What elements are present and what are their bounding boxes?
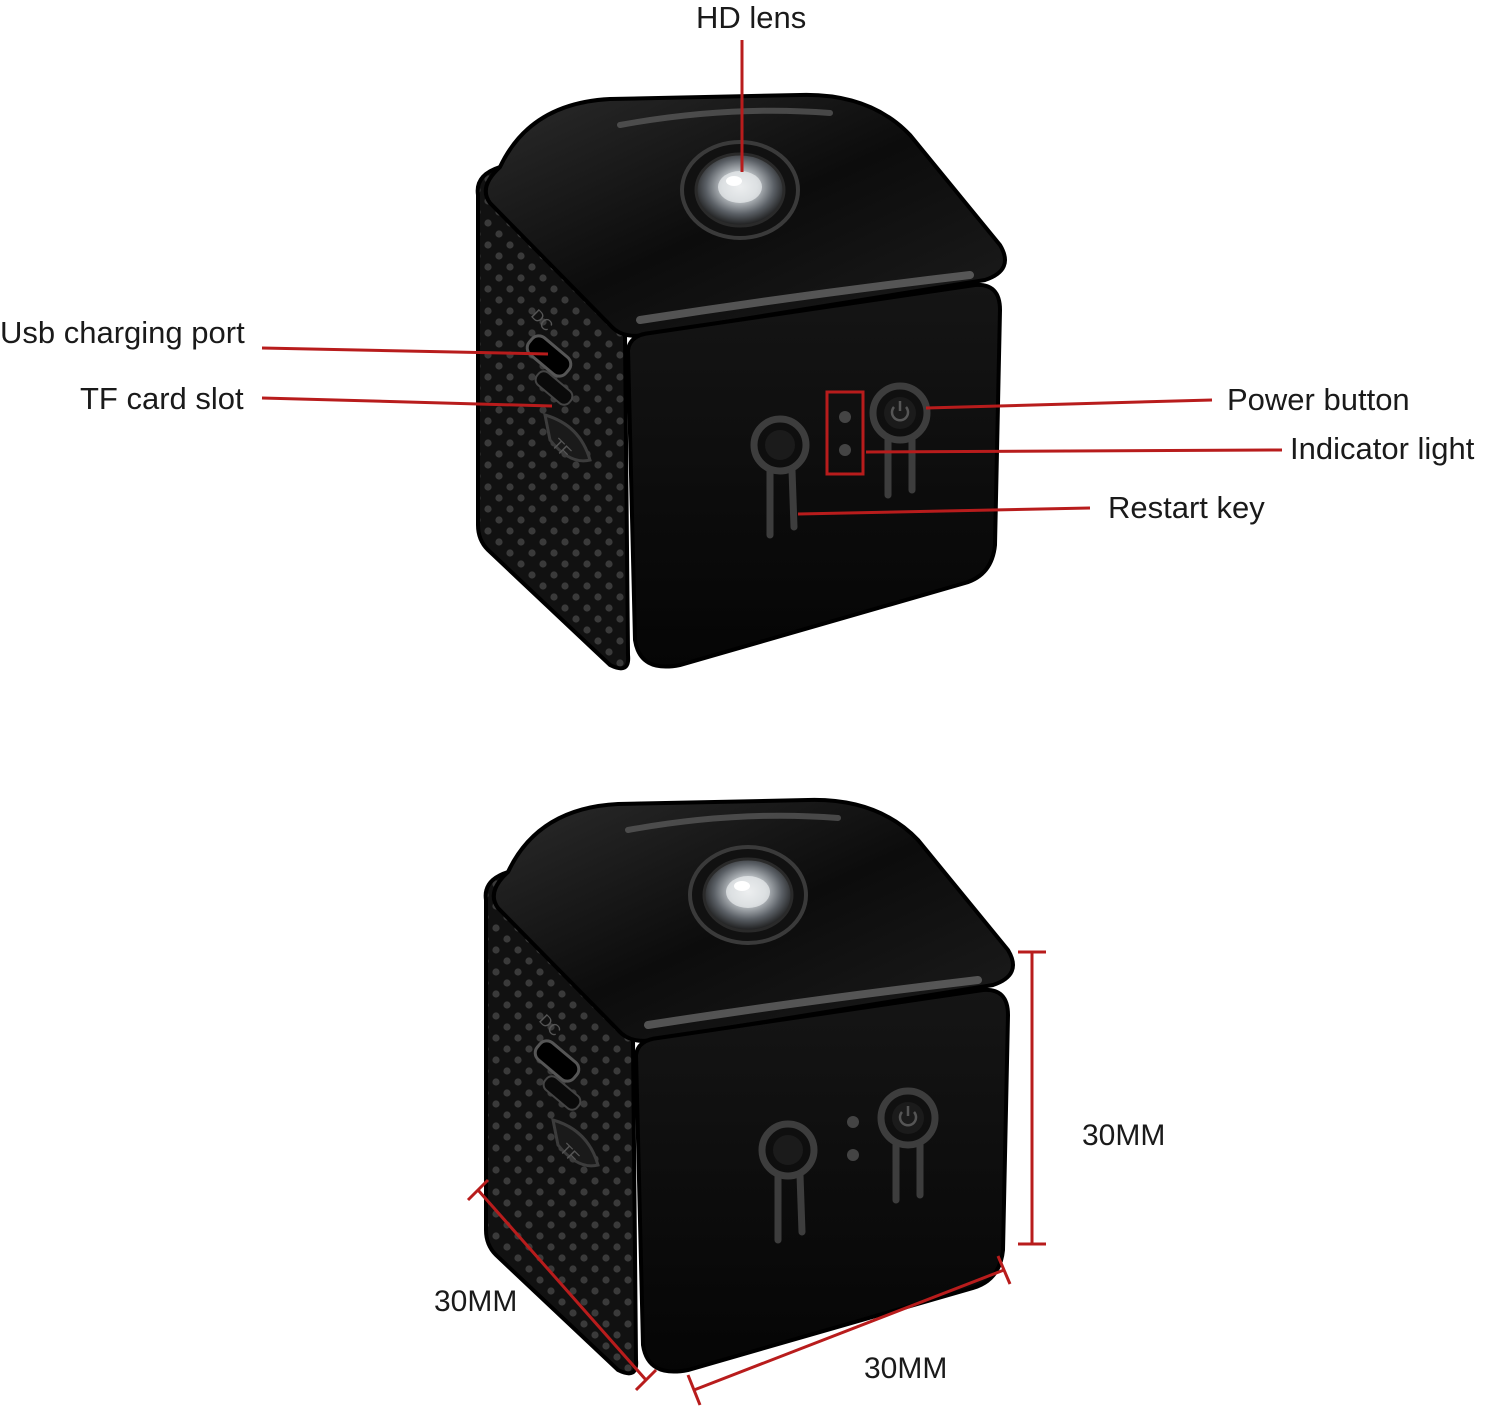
leader-power-button (925, 398, 1213, 410)
label-indicator-light: Indicator light (1290, 431, 1475, 466)
dimension-lines (466, 950, 1046, 1406)
dim-depth-line (476, 1189, 648, 1381)
label-dimension-width: 30MM (864, 1352, 948, 1385)
label-hd-lens: HD lens (696, 0, 807, 35)
label-dimension-height: 30MM (1082, 1119, 1166, 1152)
label-power-button: Power button (1227, 382, 1410, 417)
label-dimension-depth: 30MM (434, 1285, 518, 1318)
leader-restart-key (797, 506, 1091, 516)
leader-lines (261, 40, 1283, 516)
dim-width-line (693, 1268, 1005, 1392)
leader-tf-slot (261, 396, 553, 408)
label-tf-card-slot: TF card slot (80, 381, 244, 416)
leader-usb-port (261, 346, 549, 356)
camera-bottom-view: DC TF (486, 800, 1013, 1373)
indicator-highlight-box (825, 390, 865, 476)
label-restart-key: Restart key (1108, 490, 1265, 525)
label-usb-charging-port: Usb charging port (0, 315, 245, 350)
camera-top-view: DC TF (478, 95, 1005, 668)
leader-indicator-light (865, 448, 1283, 454)
